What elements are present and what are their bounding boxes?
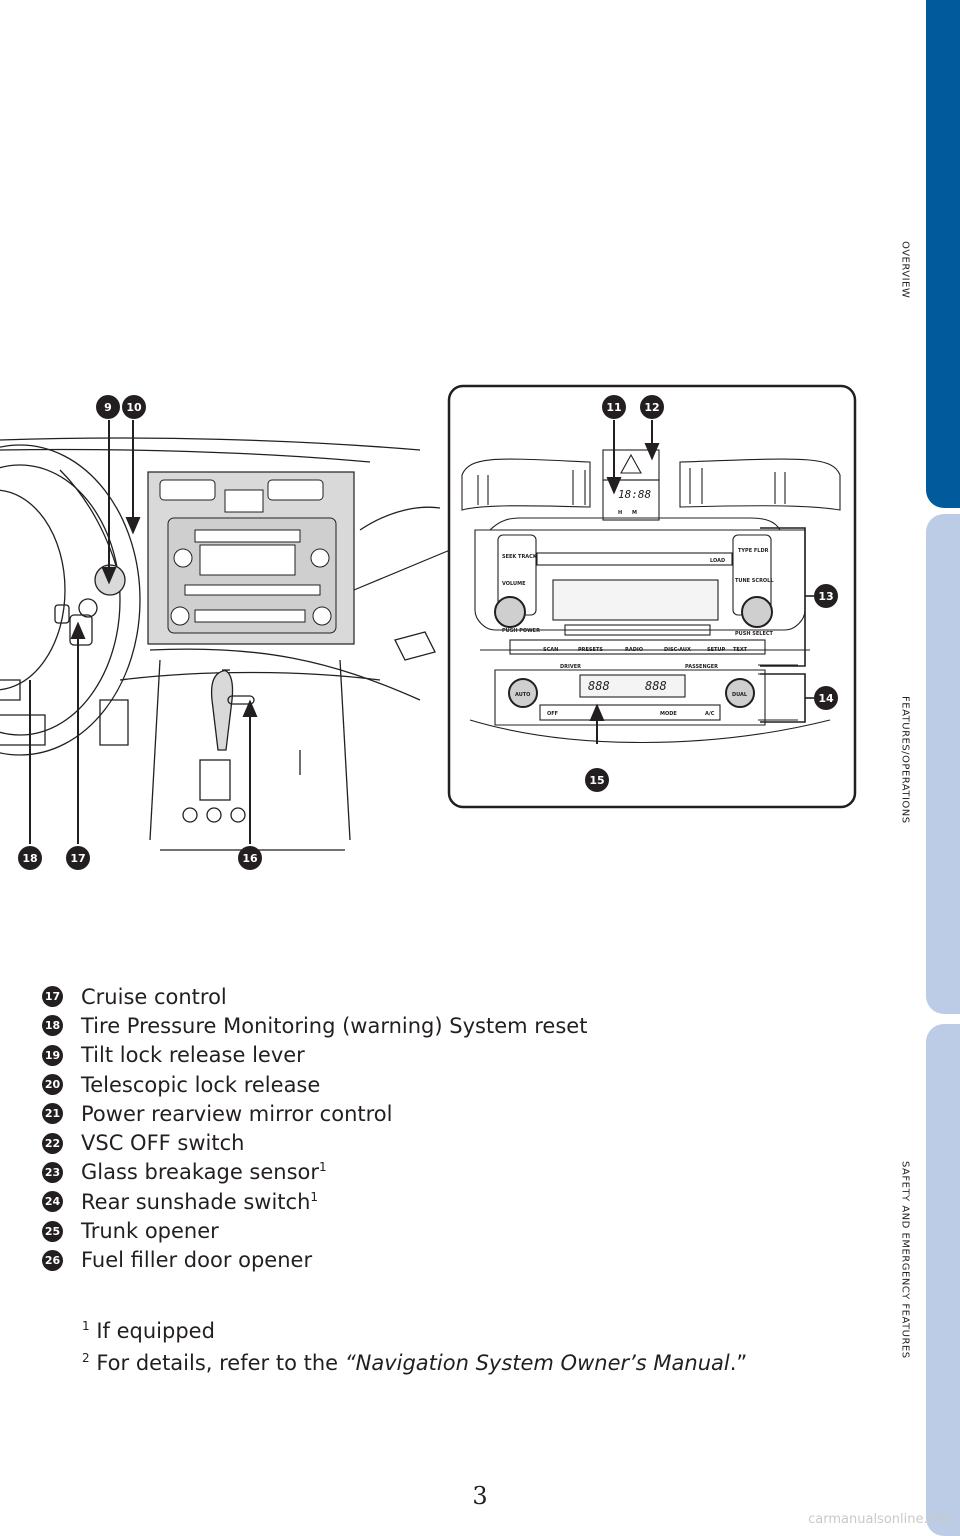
callout-14: 14 xyxy=(814,686,838,710)
footnote-2-title: “Navigation System Owner’s Manual xyxy=(344,1351,730,1375)
safety-tab-label: SAFETY AND EMERGENCY FEATURES xyxy=(899,1161,911,1359)
legend-text: VSC OFF switch xyxy=(81,1131,245,1156)
legend-text: Power rearview mirror control xyxy=(81,1101,393,1126)
legend-badge: 25 xyxy=(42,1220,63,1242)
svg-text:15: 15 xyxy=(589,774,604,787)
clock-readout: 18:88 xyxy=(618,488,651,501)
overview-tab[interactable] xyxy=(926,0,960,508)
legend-item: 21 Power rearview mirror control xyxy=(42,1099,587,1128)
svg-text:14: 14 xyxy=(818,692,834,705)
legend-text: Cruise control xyxy=(81,984,227,1009)
auto-label: AUTO xyxy=(515,692,530,698)
push-select-label: PUSH SELECT xyxy=(735,631,774,637)
callout-13: 13 xyxy=(814,584,838,608)
push-power-label: PUSH POWER xyxy=(502,628,540,634)
svg-text:17: 17 xyxy=(70,852,85,865)
dashboard-illustration: SEEK TRACK VOLUME PUSH POWER LOAD TYPE F… xyxy=(0,384,857,870)
radio-label: RADIO xyxy=(625,647,643,653)
legend-item: 24 Rear sunshade switch1 xyxy=(42,1187,587,1216)
callout-9: 9 xyxy=(96,395,120,419)
legend-item: 25 Trunk opener xyxy=(42,1216,587,1245)
legend-text: Fuel filler door opener xyxy=(81,1248,313,1273)
clock-m-label: M xyxy=(632,510,637,516)
legend-badge: 17 xyxy=(42,986,63,1008)
legend-badge: 19 xyxy=(42,1044,63,1066)
watermark: carmanualsonline.info xyxy=(808,1512,952,1527)
passenger-label: PASSENGER xyxy=(685,664,718,670)
svg-text:13: 13 xyxy=(818,590,833,603)
disc-aux-label: DISC·AUX xyxy=(664,647,691,653)
features-tab-label: FEATURES/OPERATIONS xyxy=(899,696,911,824)
svg-text:11: 11 xyxy=(606,401,621,414)
tune-scroll-label: TUNE SCROLL xyxy=(735,578,774,584)
volume-label: VOLUME xyxy=(502,581,526,587)
overview-tab-label-wrap: OVERVIEW xyxy=(888,150,922,390)
legend-item: 23 Glass breakage sensor1 xyxy=(42,1158,587,1187)
callout-12: 12 xyxy=(640,395,664,419)
footnote-2-pre: For details, refer to the xyxy=(96,1351,345,1375)
callout-10: 10 xyxy=(122,395,146,419)
legend-text: Telescopic lock release xyxy=(81,1072,321,1097)
ac-label: A/C xyxy=(705,711,715,717)
legend-badge: 18 xyxy=(42,1015,63,1037)
legend-text: Rear sunshade switch1 xyxy=(81,1189,319,1214)
dual-label: DUAL xyxy=(732,692,748,698)
footnote-2: 2 For details, refer to the “Navigation … xyxy=(82,1347,747,1379)
footnotes: 1 If equipped 2 For details, refer to th… xyxy=(82,1315,747,1379)
climate-right-temp: 888 xyxy=(645,679,667,693)
legend-item: 20 Telescopic lock release xyxy=(42,1070,587,1099)
type-fldr-label: TYPE FLDR xyxy=(738,548,769,554)
footnote-1-mark: 1 xyxy=(82,1319,90,1333)
driver-label: DRIVER xyxy=(560,664,581,670)
legend-text: Tilt lock release lever xyxy=(81,1043,305,1068)
callout-17: 17 xyxy=(66,846,90,870)
callout-18: 18 xyxy=(18,846,42,870)
legend-badge: 23 xyxy=(42,1161,63,1183)
legend-text: Glass breakage sensor1 xyxy=(81,1160,327,1185)
svg-text:9: 9 xyxy=(104,401,112,414)
legend-badge: 24 xyxy=(42,1191,63,1213)
setup-label: SETUP xyxy=(707,647,725,653)
svg-text:18: 18 xyxy=(22,852,37,865)
legend-item: 18 Tire Pressure Monitoring (warning) Sy… xyxy=(42,1011,587,1040)
svg-text:12: 12 xyxy=(644,401,659,414)
callout-11: 11 xyxy=(602,395,626,419)
legend-text: Tire Pressure Monitoring (warning) Syste… xyxy=(81,1013,588,1038)
legend-list: 17 Cruise control 18 Tire Pressure Monit… xyxy=(42,982,587,1275)
presets-label: PRESETS xyxy=(578,647,603,653)
footnote-2-mark: 2 xyxy=(82,1351,90,1365)
clock-h-label: H xyxy=(618,510,622,516)
svg-text:10: 10 xyxy=(126,401,142,414)
footnote-2-post: .” xyxy=(729,1351,748,1375)
legend-badge: 26 xyxy=(42,1249,63,1271)
legend-badge: 22 xyxy=(42,1132,63,1154)
features-operations-tab[interactable] xyxy=(926,514,960,1014)
legend-text: Trunk opener xyxy=(81,1219,219,1244)
legend-item: 22 VSC OFF switch xyxy=(42,1128,587,1157)
overview-tab-label: OVERVIEW xyxy=(899,241,911,299)
off-label: OFF xyxy=(547,711,558,717)
footnote-1: 1 If equipped xyxy=(82,1315,747,1347)
scan-label: SCAN xyxy=(543,647,558,653)
load-label: LOAD xyxy=(710,558,725,564)
footnote-1-text: If equipped xyxy=(96,1319,215,1343)
callout-15: 15 xyxy=(585,768,609,792)
seek-track-label: SEEK TRACK xyxy=(502,554,538,560)
safety-tab-label-wrap: SAFETY AND EMERGENCY FEATURES xyxy=(888,1110,922,1410)
legend-item: 17 Cruise control xyxy=(42,982,587,1011)
legend-badge: 21 xyxy=(42,1103,63,1125)
text-label: TEXT xyxy=(733,647,748,653)
legend-item: 26 Fuel filler door opener xyxy=(42,1246,587,1275)
legend-badge: 20 xyxy=(42,1074,63,1096)
mode-label: MODE xyxy=(660,711,677,717)
legend-item: 19 Tilt lock release lever xyxy=(42,1041,587,1070)
svg-text:16: 16 xyxy=(242,852,258,865)
safety-emergency-tab[interactable] xyxy=(926,1024,960,1536)
page-number: 3 xyxy=(472,1482,488,1510)
features-tab-label-wrap: FEATURES/OPERATIONS xyxy=(888,640,922,880)
climate-left-temp: 888 xyxy=(588,679,610,693)
callout-16: 16 xyxy=(238,846,262,870)
